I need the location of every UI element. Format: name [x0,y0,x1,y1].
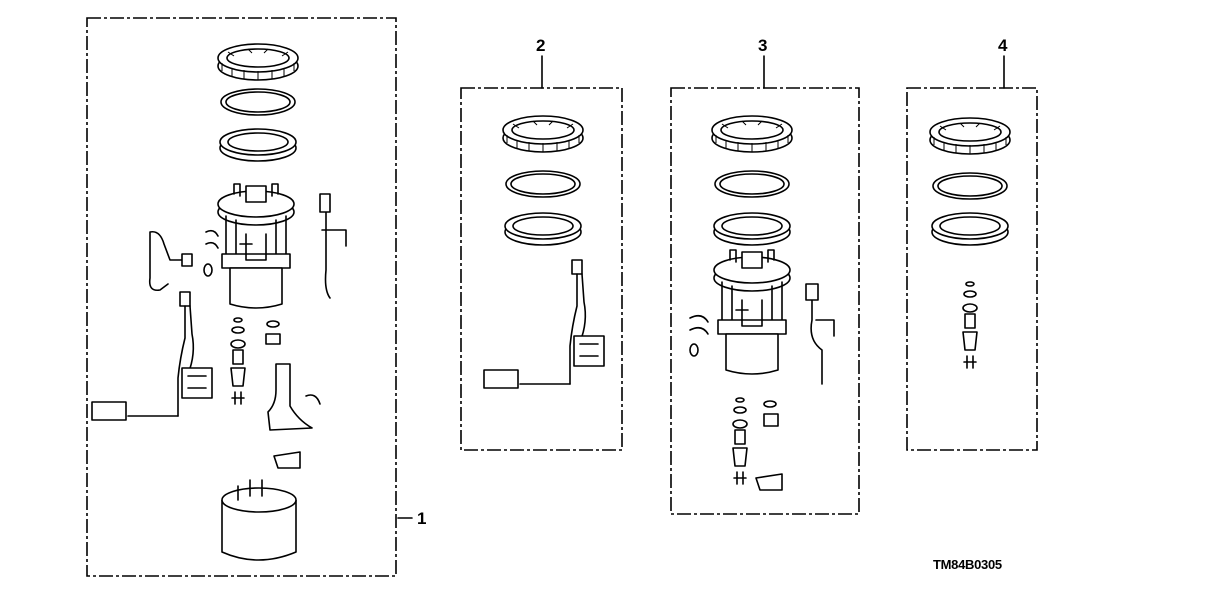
reservoir-cup-1 [221,500,297,561]
o-ring-2 [505,170,581,198]
fitting-set-4 [962,281,978,369]
fuel-sender-1 [91,291,213,421]
callout-2: 2 [536,36,546,55]
base-ring-4 [931,212,1009,246]
fuel-sender-2 [483,259,605,389]
base-ring-1 [219,128,297,162]
base-ring-3 [713,212,791,246]
harness-left-1 [148,230,189,292]
pump-assembly-3 [713,249,791,375]
fitting-set-3 [732,397,748,485]
lock-ring-4 [929,117,1011,155]
kit-frame-3 [670,87,860,515]
kit-frame-2 [460,87,623,451]
harness-right-1 [321,195,347,299]
kit-frame-4 [906,87,1038,451]
filter-1 [267,363,313,431]
kit-frame-1 [86,17,397,577]
callout-1: 1 [417,509,427,528]
lock-ring-2 [502,115,584,153]
lock-ring-3 [711,115,793,153]
lock-ring-1 [217,43,299,81]
o-ring-3 [714,170,790,198]
pump-assembly-1 [217,183,295,309]
callout-3: 3 [758,36,768,55]
harness-3 [810,289,835,385]
o-ring-1 [220,88,296,116]
callout-4: 4 [998,36,1008,55]
fitting-set-1 [230,317,246,405]
drawing-code: TM84B0305 [933,557,1002,572]
base-ring-2 [504,212,582,246]
o-ring-4 [932,172,1008,200]
